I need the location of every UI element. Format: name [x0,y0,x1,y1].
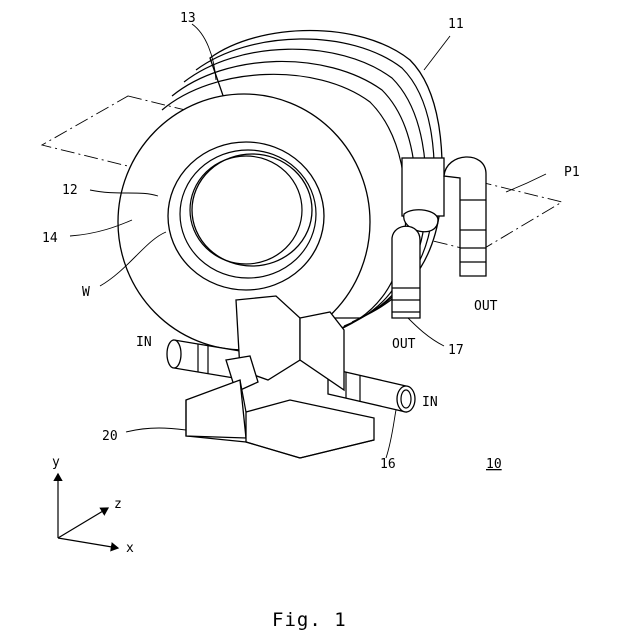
label-20: 20 [102,429,118,444]
label-out-left: OUT [392,337,416,352]
label-14: 14 [42,231,58,246]
label-17: 17 [448,343,464,358]
label-in-left: IN [136,335,152,350]
label-out-right: OUT [474,299,498,314]
outlet-tubes [392,157,486,318]
label-w: W [82,285,90,300]
axis-label-z: z [114,497,122,512]
axis-label-y: y [52,455,60,470]
label-10: 10 [486,457,502,472]
label-13: 13 [180,11,196,26]
label-12: 12 [62,183,78,198]
label-p1: P1 [564,165,580,180]
label-16: 16 [380,457,396,472]
axis-triad [58,474,118,548]
label-11: 11 [448,17,464,32]
label-in-right: IN [422,395,438,410]
axis-label-x: x [126,541,134,556]
figure-caption: Fig. 1 [272,609,347,631]
